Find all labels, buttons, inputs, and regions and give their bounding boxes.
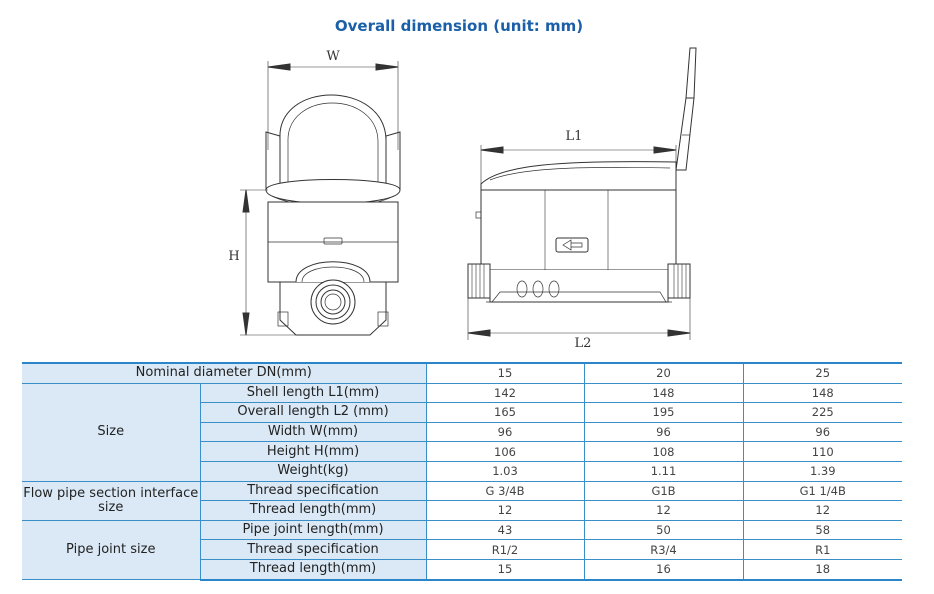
- table-cell: 148: [583, 382, 744, 404]
- row-label: Overall length L2 (mm): [200, 402, 427, 423]
- table-cell: R1: [742, 539, 902, 560]
- table-cell: 106: [425, 441, 585, 462]
- table-cell: 12: [583, 500, 744, 521]
- row-label: Thread specification: [199, 480, 427, 502]
- table-row: Flow pipe section interface size Thread …: [22, 480, 902, 521]
- nominal-diameter-label: Nominal diameter DN(mm): [22, 361, 427, 384]
- group-label-size: Size: [22, 382, 201, 482]
- table-cell: 165: [425, 402, 585, 423]
- row-label: Width W(mm): [200, 421, 427, 443]
- row-label: Height H(mm): [200, 441, 427, 462]
- table-cell: 20: [583, 361, 744, 384]
- row-label: Shell length L1(mm): [199, 382, 427, 404]
- table-row: Size Shell length L1(mm) 142 148 148: [22, 382, 902, 482]
- table-cell: 15: [425, 361, 585, 384]
- table-cell: 1.39: [742, 460, 902, 482]
- table-cell: 148: [742, 382, 902, 404]
- table-cell: 25: [742, 361, 902, 384]
- table-cell: 195: [583, 402, 744, 423]
- row-label: Weight(kg): [200, 460, 427, 482]
- table-cell: 12: [425, 500, 585, 521]
- table-cell: 58: [742, 519, 902, 541]
- table-cell: 96: [425, 421, 585, 443]
- page-title: Overall dimension (unit: mm): [334, 17, 584, 35]
- table-row: Overall length L2 (mm) 165 195 225: [22, 402, 902, 423]
- table-row: Width W(mm) 96 96 96: [22, 421, 902, 443]
- table-row: Thread specification R1/2 R3/4 R1: [22, 539, 902, 560]
- table-cell: G1 1/4B: [742, 480, 902, 502]
- group-label-pipe-joint: Pipe joint size: [22, 519, 201, 581]
- row-label: Thread specification: [200, 539, 427, 560]
- table-cell: G 3/4B: [425, 480, 585, 502]
- table-cell: G1B: [583, 480, 744, 502]
- table-row: Nominal diameter DN(mm) 15 20 25: [22, 361, 902, 384]
- row-label: Pipe joint length(mm): [199, 519, 427, 541]
- table-cell: 18: [742, 558, 902, 581]
- table-cell: 15: [425, 558, 585, 581]
- table-cell: 50: [583, 519, 744, 541]
- table-cell: 96: [742, 421, 902, 443]
- table-row: Thread length(mm) 12 12 12: [22, 500, 902, 521]
- table-cell: 16: [583, 558, 744, 581]
- table-cell: R3/4: [583, 539, 744, 560]
- height-dimension-label: H: [228, 249, 239, 264]
- table-cell: 1.11: [583, 460, 744, 482]
- table-cell: 110: [742, 441, 902, 462]
- table-row: Weight(kg) 1.03 1.11 1.39: [22, 460, 902, 482]
- dimension-drawings: W H: [228, 47, 697, 351]
- table-cell: 43: [425, 519, 585, 541]
- spec-table: Nominal diameter DN(mm) 15 20 25 Size Sh…: [22, 361, 902, 581]
- table-cell: 108: [583, 441, 744, 462]
- group-label-flow-pipe: Flow pipe section interface size: [22, 480, 201, 521]
- table-row: Height H(mm) 106 108 110: [22, 441, 902, 462]
- row-label: Thread length(mm): [200, 500, 427, 521]
- table-cell: 12: [742, 500, 902, 521]
- table-cell: 1.03: [425, 460, 585, 482]
- table-row: Pipe joint size Pipe joint length(mm) 43…: [22, 519, 902, 581]
- l2-dimension-label: L2: [575, 336, 592, 351]
- width-dimension-label: W: [326, 49, 340, 64]
- table-cell: 142: [425, 382, 585, 404]
- table-row: Thread length(mm) 15 16 18: [22, 558, 902, 581]
- front-view-drawing: [240, 61, 401, 336]
- table-cell: 96: [583, 421, 744, 443]
- row-label: Thread length(mm): [200, 558, 427, 581]
- table-cell: R1/2: [425, 539, 585, 560]
- side-view-drawing: [467, 47, 697, 340]
- table-cell: 225: [742, 402, 902, 423]
- l1-dimension-label: L1: [566, 129, 583, 144]
